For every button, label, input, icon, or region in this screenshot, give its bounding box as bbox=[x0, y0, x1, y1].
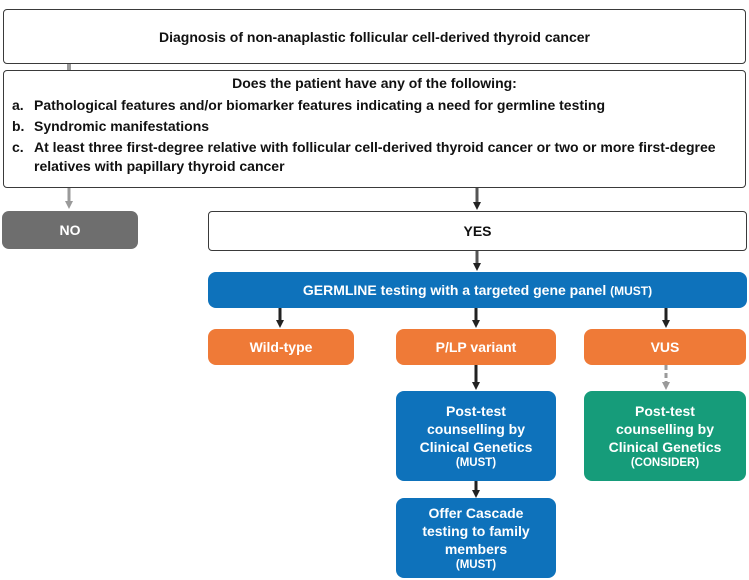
diagnosis-box: Diagnosis of non-anaplastic follicular c… bbox=[3, 9, 746, 64]
posttest-counselling-consider-box: Post-test counselling by Clinical Geneti… bbox=[584, 391, 746, 481]
vus-box: VUS bbox=[584, 329, 746, 365]
criterion-a: a. Pathological features and/or biomarke… bbox=[12, 96, 737, 115]
cascade-tag: (MUST) bbox=[455, 559, 497, 571]
criterion-text: Pathological features and/or biomarker f… bbox=[34, 97, 606, 113]
criterion-letter: a. bbox=[12, 97, 24, 113]
germline-testing-box: GERMLINE testing with a targeted gene pa… bbox=[208, 272, 747, 308]
no-box: NO bbox=[2, 211, 138, 249]
germline-label: GERMLINE testing with a targeted gene pa… bbox=[302, 282, 653, 298]
wildtype-label: Wild-type bbox=[249, 339, 313, 355]
criteria-question-heading: Does the patient have any of the followi… bbox=[232, 75, 517, 91]
no-label: NO bbox=[59, 222, 81, 238]
diagnosis-label: Diagnosis of non-anaplastic follicular c… bbox=[159, 28, 590, 45]
posttest-tag: (MUST) bbox=[455, 457, 497, 469]
posttest-line: Post-test bbox=[446, 403, 506, 419]
posttest-line: Clinical Genetics bbox=[419, 439, 533, 455]
criteria-question-box: Does the patient have any of the followi… bbox=[3, 70, 746, 188]
wildtype-box: Wild-type bbox=[208, 329, 354, 365]
posttest-line: counselling by bbox=[426, 421, 525, 437]
germline-tag: (MUST) bbox=[610, 284, 653, 298]
plp-label: P/LP variant bbox=[435, 339, 517, 355]
criterion-letter: c. bbox=[12, 139, 24, 155]
vus-label: VUS bbox=[650, 339, 680, 355]
posttest-line: Clinical Genetics bbox=[608, 439, 722, 455]
criterion-b: b. Syndromic manifestations bbox=[12, 117, 737, 136]
cascade-line: Offer Cascade bbox=[428, 505, 524, 521]
posttest-tag: (CONSIDER) bbox=[630, 457, 700, 469]
criterion-c: c. At least three first-degree relative … bbox=[12, 138, 737, 176]
cascade-line: testing to family bbox=[422, 523, 530, 539]
criterion-text: At least three first-degree relative wit… bbox=[34, 139, 716, 174]
cascade-line: members bbox=[444, 541, 508, 557]
yes-label: YES bbox=[463, 223, 492, 239]
criterion-letter: b. bbox=[12, 118, 25, 134]
posttest-line: counselling by bbox=[615, 421, 714, 437]
posttest-line: Post-test bbox=[635, 403, 695, 419]
yes-box: YES bbox=[208, 211, 747, 251]
cascade-testing-box: Offer Cascade testing to family members … bbox=[396, 498, 556, 578]
plp-variant-box: P/LP variant bbox=[396, 329, 556, 365]
posttest-counselling-must-box: Post-test counselling by Clinical Geneti… bbox=[396, 391, 556, 481]
criterion-text: Syndromic manifestations bbox=[34, 118, 210, 134]
